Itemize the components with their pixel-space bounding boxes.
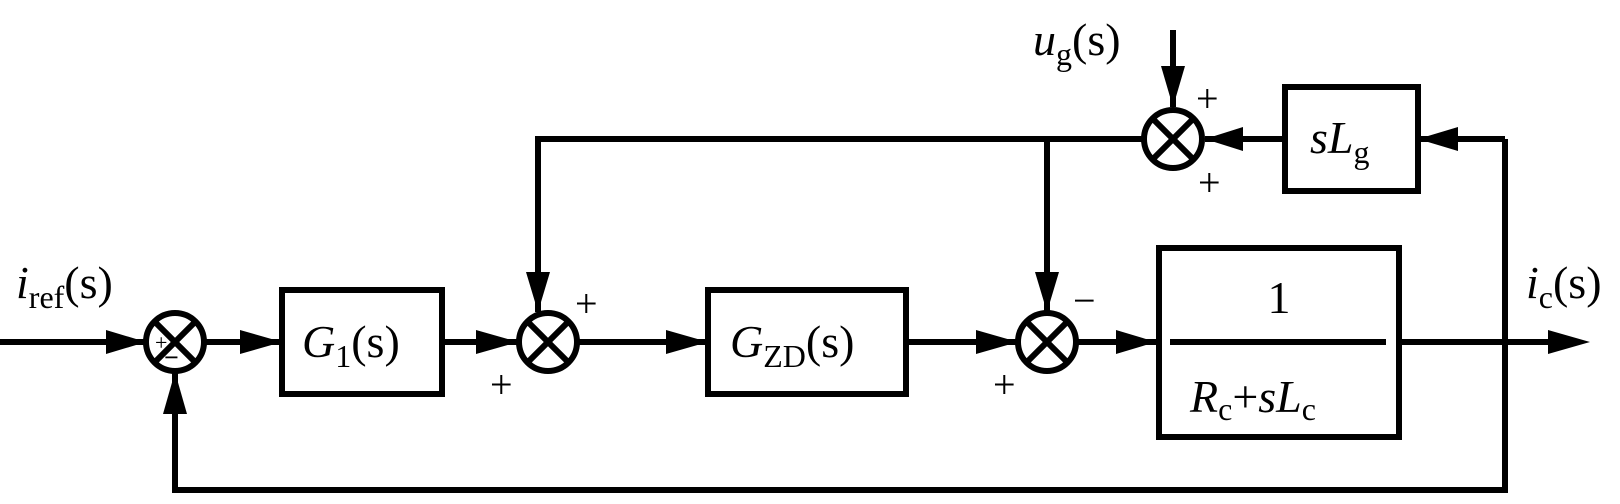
block-g1: G1(s)	[279, 287, 445, 397]
input-signal-label: iref(s)	[16, 257, 113, 315]
arrow-icon	[240, 330, 282, 354]
plant-denominator: Rc+sLc	[1189, 371, 1316, 427]
arrow-icon	[476, 330, 518, 354]
sign-plus: +	[575, 281, 598, 326]
feedforward-wire-left	[535, 136, 1143, 312]
arrow-icon	[106, 330, 146, 354]
arrow-icon	[526, 272, 550, 312]
arrow-icon	[1161, 66, 1185, 107]
summing-junction-2: + +	[490, 281, 598, 407]
sign-plus: +	[1196, 76, 1219, 121]
disturbance-signal-label: ug(s)	[1033, 14, 1121, 72]
svg-text:GZD(s): GZD(s)	[730, 316, 854, 374]
arrow-icon	[666, 330, 708, 354]
output-signal-label: ic(s)	[1526, 257, 1602, 315]
sign-plus: +	[1198, 160, 1221, 205]
arrow-icon	[1035, 272, 1059, 312]
svg-text:sLg: sLg	[1310, 112, 1370, 170]
summing-junction-3: − +	[993, 278, 1096, 407]
arrow-icon	[1548, 330, 1590, 354]
arrow-icon	[1205, 127, 1243, 151]
sign-minus: −	[1073, 278, 1096, 323]
arrow-icon	[1116, 330, 1156, 354]
arrow-icon	[976, 330, 1018, 354]
arrow-icon	[1418, 127, 1458, 151]
summing-junction-4: + +	[1141, 76, 1221, 205]
sign-plus: +	[490, 362, 513, 407]
block-plant: 1 Rc+sLc	[1156, 245, 1402, 440]
svg-text:G1(s): G1(s)	[302, 316, 400, 374]
arrow-icon	[163, 372, 187, 414]
sign-minus: −	[164, 343, 179, 372]
summing-junction-1: + −	[143, 310, 207, 374]
sign-plus: +	[993, 362, 1016, 407]
feedback-wire-bottom	[172, 139, 1508, 493]
block-slg: sLg	[1282, 84, 1421, 194]
sign-plus: +	[155, 330, 167, 355]
plant-numerator: 1	[1268, 272, 1291, 323]
block-gzd: GZD(s)	[705, 287, 909, 397]
